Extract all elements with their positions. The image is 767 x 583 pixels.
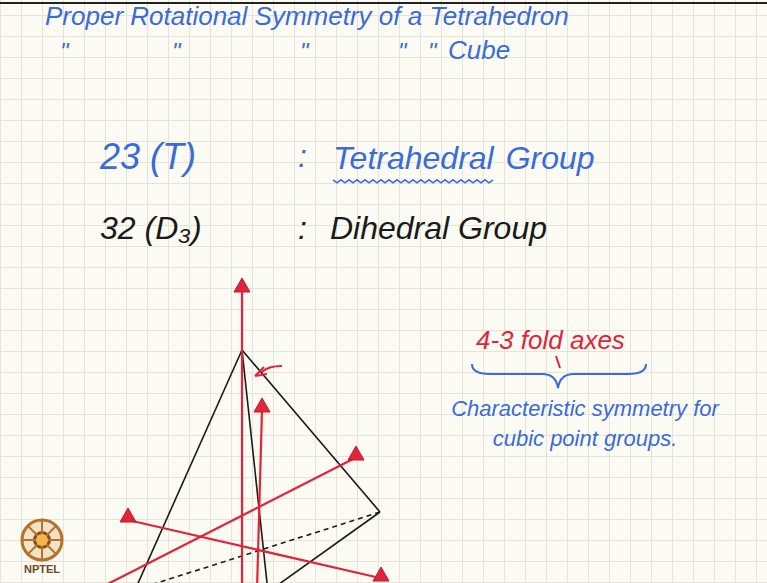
group-name: Group [506, 140, 595, 177]
ditto-mark: " [398, 38, 407, 66]
shape-word: Cube [448, 36, 510, 66]
rotation-axes [92, 292, 380, 583]
tetrahedron [135, 350, 380, 583]
ditto-mark: " [60, 38, 69, 66]
logo-text: NPTEL [24, 563, 60, 576]
nptel-logo [22, 520, 62, 560]
separator: : [298, 210, 307, 247]
ditto-mark: " [428, 38, 437, 66]
ditto-mark: " [300, 38, 309, 66]
threefold-symbols [120, 278, 389, 581]
note-text: Characteristic symmetry for cubic point … [450, 394, 720, 453]
slide-title: Proper Rotational Symmetry of a Tetrahed… [45, 2, 569, 32]
group-symbol: 23 (T) [100, 136, 196, 177]
group-name: Tetrahedral [333, 140, 494, 177]
group-name: Dihedral Group [330, 210, 547, 247]
ditto-mark: " [172, 38, 181, 66]
wavy-underline [333, 180, 493, 183]
tick-mark [556, 356, 560, 368]
group-symbol: 32 (D₃) [100, 210, 202, 247]
axes-note: 4-3 fold axes [476, 326, 625, 356]
separator: : [298, 138, 307, 175]
